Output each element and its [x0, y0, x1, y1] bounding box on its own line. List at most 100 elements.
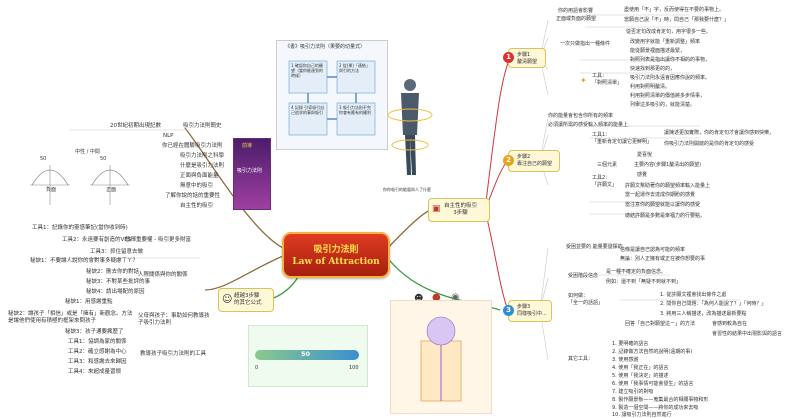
s1-leaf-1: 當願自己說「不」時，問自己「那我要什麼？」 [624, 17, 730, 23]
s1-leaf-8: 利用對照明釐清。 [630, 84, 671, 90]
branch-parents[interactable]: 父母與孩子：事助如何教導孩子吸引力法則 [138, 313, 210, 327]
tip2-node[interactable]: 秘訣2：刪去你的對話 [86, 269, 139, 275]
book-cover: 前導 吸引力法則 [233, 138, 271, 210]
flow-diagram: 《書》吸引力法則（果要的切量式） 1 確認你自己的願望（當你能達到的時候） 2 … [276, 40, 388, 150]
tool-item-3: 3. 使用感謝 [612, 357, 639, 363]
glass-drawing [420, 316, 462, 402]
coins-icon: ◉ [451, 292, 460, 303]
book-tag: 前導 [242, 143, 253, 149]
autonomous-steps-label: 自主性的吸引 3步驟 [444, 203, 478, 217]
tip-child-node[interactable]: 秘訣3：孩子通要瘋歷了 [65, 329, 124, 335]
tool-item-7: 7. 建立吸引的對吸 [612, 389, 654, 395]
tip-gratitude-node[interactable]: 秘訣1：用感謝重點 [65, 299, 113, 305]
s2-tool2: 工具2： 「許願文」 [592, 175, 618, 188]
tool-item-4: 4. 使用「我正在」的語言 [612, 365, 669, 371]
history-sub: 吸引力法則簡史 [183, 123, 222, 129]
family-tool2[interactable]: 工具2：確立感謝為中心 [68, 349, 127, 355]
tip3-node[interactable]: 秘訣3：不對某些批評的事 [86, 279, 151, 285]
branch-family-tools[interactable]: 教導孩子吸引力法則的工具 [140, 351, 207, 357]
tool-item-9: 9. 製造一個空間——將你的成功來去吸 [612, 405, 699, 411]
s3-leaf-9: 會感到較為自在 [712, 321, 748, 327]
smile-icon: ☺ [222, 294, 233, 305]
s2-leaf-0: 你的能量會包含你所有的頻率 [548, 113, 614, 119]
s2-tool1: 工具1： 「重新肯定句讓它更鮮明」 [592, 132, 653, 145]
s3-other-tools: 其它工具： [568, 356, 594, 362]
tool-item-2: 2. 記錄做方法自然的說明(遠期的事) [612, 349, 693, 355]
beyond-steps-node[interactable]: ☺ 超越3步驟 的其它公式 [218, 288, 274, 312]
step1-label: 步驟1 釐清願望 [517, 52, 538, 65]
s1-bulb-icon: ✦ [580, 76, 587, 85]
autonomous-steps-node[interactable]: ▣ 自主性的吸引 3步驟 [428, 198, 490, 222]
s3-belief: 受困階段信念 [568, 273, 599, 279]
s1-leaf-3: 改變用字就能「重新調整」頻率 [630, 39, 701, 45]
tool3-node[interactable]: 工具3：抓住留意去做 [90, 249, 143, 255]
beyond-steps-label: 超越3步驟 的其它公式 [234, 293, 262, 307]
s3-leaf-6: 2. 問你自己問題：「為何人能說了？」「何時？」 [660, 301, 767, 307]
s1-item-words: 你的用語會影響 [558, 8, 594, 14]
flow-box2: 2 從(果)「連結」與引的方法 [339, 63, 370, 73]
branch-relationship[interactable]: 人際關係與你的關係 [138, 272, 188, 278]
flow-title: 《書》吸引力法則（果要的切量式） [285, 44, 366, 50]
s1-leaf-7: 吸引力法則永遠會因應你說的頻率。 [630, 75, 711, 81]
history-node[interactable]: 20世紀初期出現記數 [110, 123, 161, 129]
s2-leaf-5: 三個元素 [597, 162, 618, 168]
s3-leaf-10: 會習性的結果中出現影與的語言 [712, 331, 783, 337]
s1-leaf-9: 利用對照清單的價值將多步情事， [630, 93, 706, 99]
science-node[interactable]: 吸引力法則之科學 [180, 153, 225, 159]
dial-left: 0 [255, 365, 259, 371]
energy-charts [30, 165, 130, 205]
donut-icon: ● [432, 292, 441, 303]
step2-node[interactable]: 2 步驟2 專注自己的願望 [503, 150, 560, 172]
tip-belief-node[interactable]: 秘訣2：讓孩子「相信」或是「擁有」新觀念。方法是讓他們使用有積極的框架來問孩子 [8, 311, 133, 325]
central-topic[interactable]: 吸引力法則 Law of Attraction [282, 232, 390, 278]
tip1-node[interactable]: 秘訣1：不要讓人說你的會對事多疑慮ㄒㄚ？ [30, 258, 139, 264]
s3-leaf-3: 是一種不確定的負面信念。 [606, 269, 667, 275]
chart-right-value: 50 [100, 156, 107, 162]
branch-wealth[interactable]: 發揮重要權 - 吸引更多財富 [125, 237, 191, 243]
s1-leaf-5: 對照列表是指出讓你不相的的事物， [630, 57, 711, 63]
autonomous-node[interactable]: 自主性的吸引 [180, 203, 214, 209]
step3-badge: 3 [503, 305, 514, 316]
person-figure [387, 79, 433, 175]
list-icon: ▣ [432, 204, 441, 214]
dial-value: 50 [301, 350, 311, 358]
family-tool1[interactable]: 工具1：協調為家的關係 [68, 339, 127, 345]
glass-illustration [390, 300, 492, 414]
step1-node[interactable]: 1 步驟1 釐清願望 [503, 48, 546, 68]
dial-bar [255, 350, 359, 360]
tool-item-8: 8. 製作願景板——蒐集最合的相關事物和形 [612, 397, 709, 403]
s1-item-desire: 正面或負面的願望 [556, 16, 597, 22]
s1-item-one: 一次只做指出一種條件 [560, 41, 611, 47]
family-tool4[interactable]: 工具4：來超成量習慣 [68, 369, 121, 375]
unconscious-node[interactable]: 無意中的吸引 [180, 183, 214, 189]
s2-leaf-10: 當注意你的願望就能以讓你的感受 [625, 202, 701, 208]
s2-leaf-1: 必須讓所需的感受輸入頻率的能量上 [548, 122, 629, 128]
definition-node[interactable]: 什麼是吸引力法則 [180, 163, 225, 169]
tool1-node[interactable]: 工具1：記錄你的靈感筆記(當你收到時) [32, 225, 128, 231]
tool2-node[interactable]: 工具2：永遠要有創造的VES [62, 237, 132, 243]
bottom-dial-panel: 50 0 100 [248, 325, 368, 387]
step2-badge: 2 [503, 155, 514, 166]
s1-leaf-10: 列舉這多吸引的，就能清楚。 [630, 102, 696, 108]
step3-node[interactable]: 3 步驟3 同樣吸引中... [503, 300, 552, 322]
s3-leaf-2: 無論：別人正擁有或正在被你想要的事 [620, 256, 706, 262]
tool-item-1: 1. 要明確的語言 [612, 341, 649, 347]
s1-leaf-4: 能從願景裡面描述最緊， [630, 48, 686, 54]
flow-box1: 1 確認你自己的願望（當你能達到的時候） [291, 63, 323, 78]
tool-item-6: 6. 使用「我事情可能會發生」的語言 [612, 381, 694, 387]
s2-leaf-11: 總結許願是多數是幸福力的行要點。 [625, 213, 706, 219]
step3-label: 步驟3 同樣吸引中... [517, 304, 547, 317]
experience-node[interactable]: 你已經在體驗吸引力法則 [162, 143, 223, 149]
family-tool3[interactable]: 工具3：和感謝去來歸因 [68, 359, 127, 365]
energy-node[interactable]: 正面與負面能量 [180, 173, 219, 179]
tip4-node[interactable]: 秘訣4：請出場配的原因 [86, 289, 145, 295]
central-title-en: Law of Attraction [292, 257, 380, 267]
s3-leaf-4: 例如：還不到「無疑不到就不到」 [606, 279, 682, 285]
nlp-node[interactable]: NLP [163, 133, 174, 139]
flow-arrows [288, 60, 376, 136]
words-node[interactable]: 了解你說的話的重要性 [165, 193, 221, 199]
face-icon: ☻ [414, 294, 424, 304]
flow-box3: 3 吸引力法則不完 你會有應有的權利 [339, 105, 371, 115]
s3-leaf-7: 3. 將用三人稱描述，改為描述最新要點 [660, 311, 747, 317]
s3-how: 如何做： 「全一的話語」 [568, 293, 604, 306]
